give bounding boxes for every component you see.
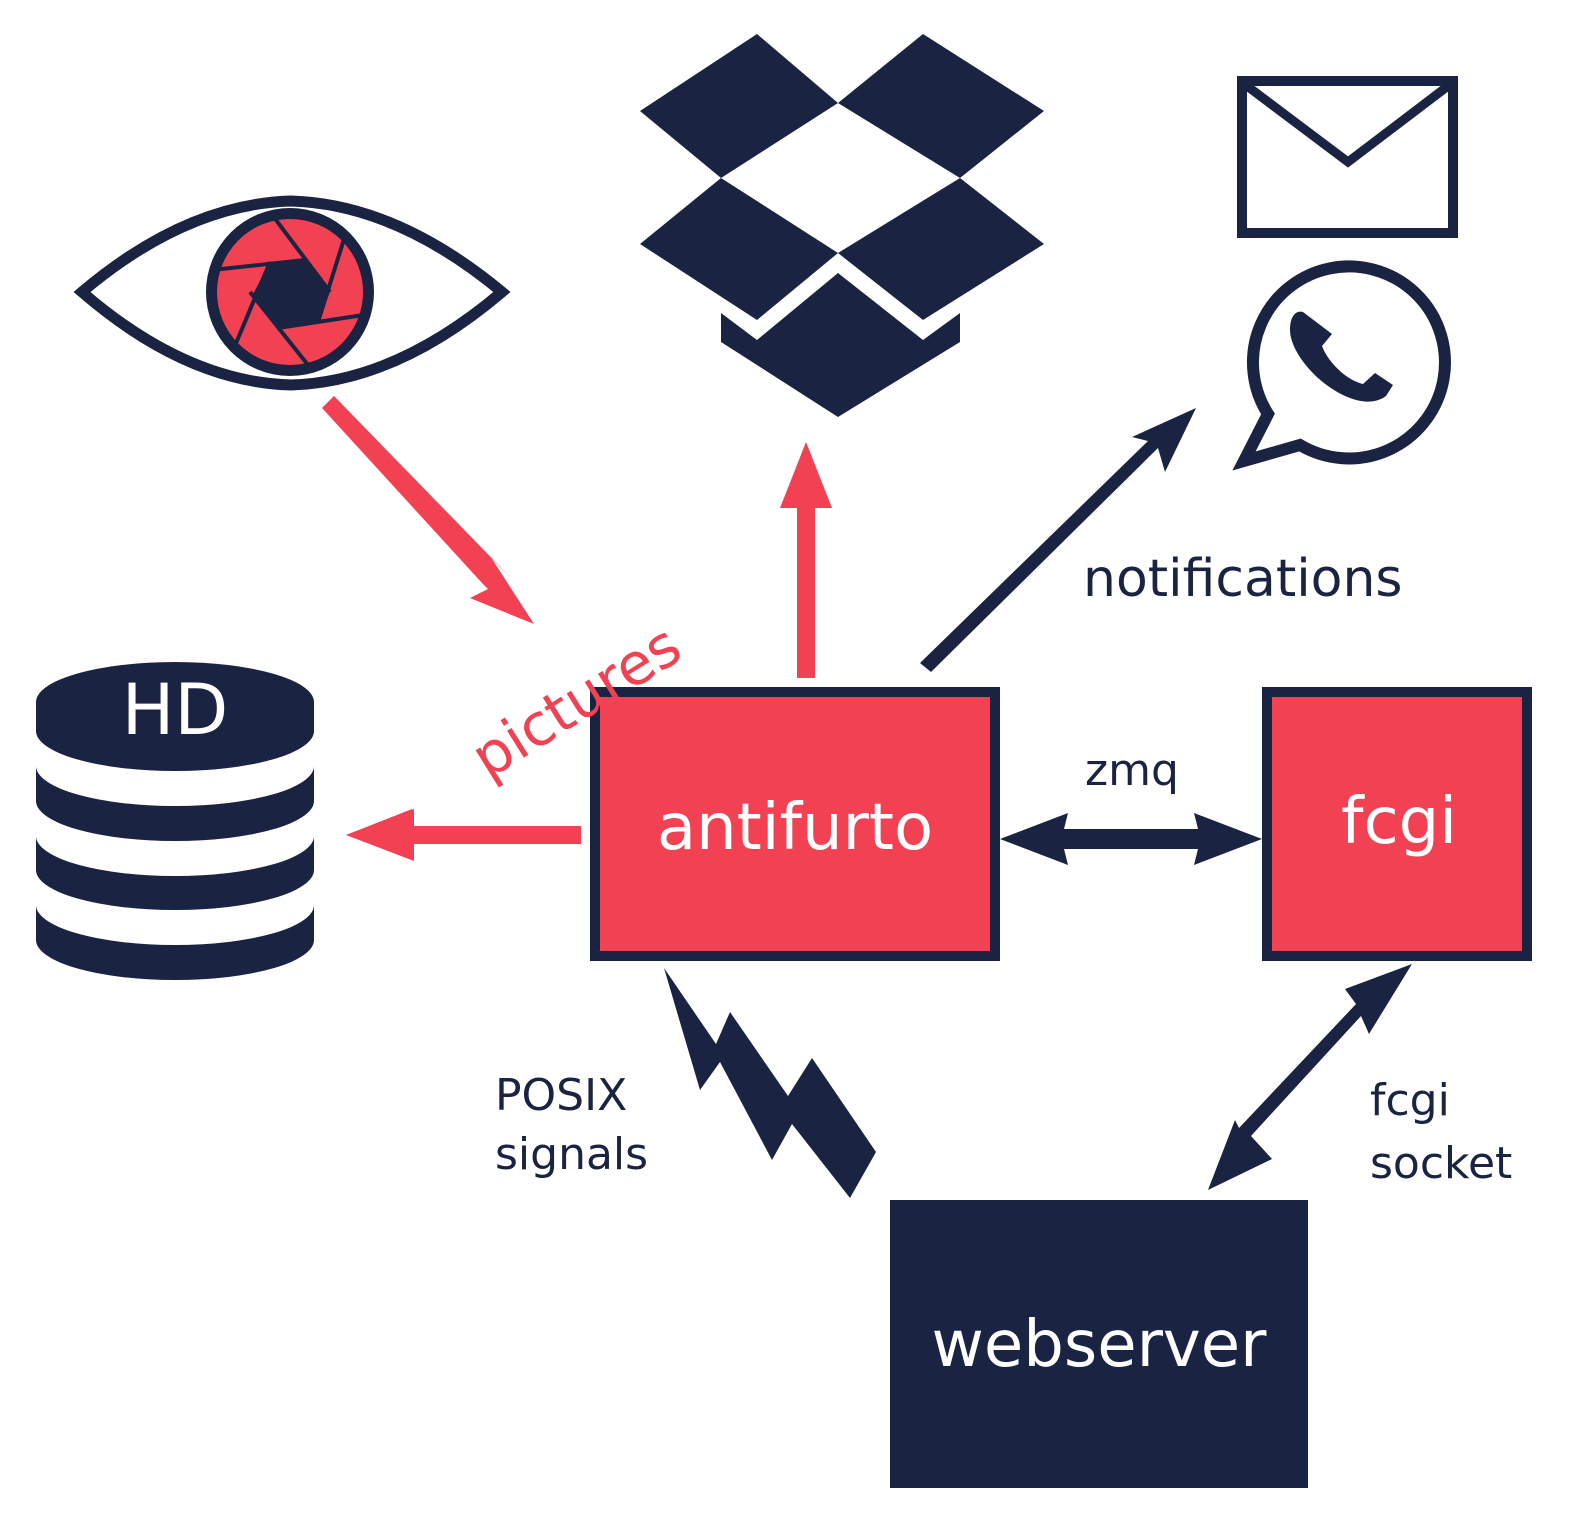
webserver-label: webserver [932,1308,1268,1382]
whatsapp-icon [1232,260,1451,471]
fcgi-socket-label-line2: socket [1370,1138,1512,1189]
hd-label: HD [122,669,229,751]
upload-arrow [780,442,832,678]
pictures-arrow [322,396,534,624]
webserver-node: webserver [890,1200,1308,1488]
zmq-label: zmq [1085,745,1179,796]
posix-label-line1: POSIX [495,1070,627,1121]
posix-label-line2: signals [495,1129,648,1180]
zmq-arrow [1000,813,1262,865]
dropbox-icon [640,34,1044,417]
notifications-arrow [920,408,1196,672]
antifurto-label: antifurto [657,791,933,865]
lightning-icon [664,968,876,1198]
eye-shutter-icon [73,195,511,391]
database-icon [36,662,314,980]
storage-arrow [346,809,581,861]
fcgi-socket-arrow [1208,964,1412,1190]
fcgi-label: fcgi [1341,785,1457,859]
envelope-icon [1237,76,1458,238]
antifurto-node: antifurto [590,687,1000,961]
fcgi-socket-label-line1: fcgi [1370,1075,1450,1126]
notifications-label: notifications [1083,549,1403,609]
fcgi-node: fcgi [1262,687,1532,961]
